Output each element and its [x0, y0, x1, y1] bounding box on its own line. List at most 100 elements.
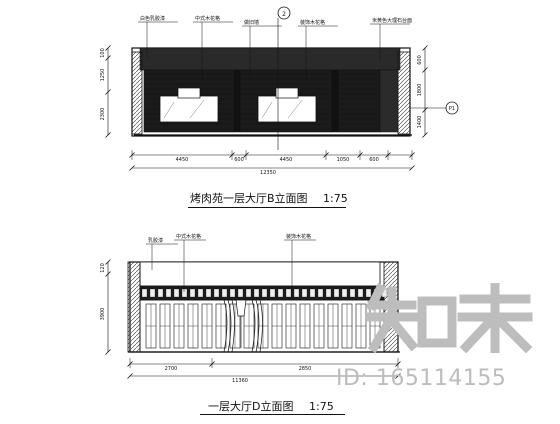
- dim-tick: [395, 373, 401, 379]
- dim-bottom-label: 2850: [299, 366, 312, 372]
- curtain-1: [223, 299, 235, 353]
- lattice-cell: [157, 288, 164, 298]
- dim-right-label: 1400: [417, 116, 423, 129]
- divider-pillar-2: [331, 69, 339, 133]
- top-callout-4: 装饰木花格: [300, 19, 325, 26]
- bottom-title-underline: [200, 414, 345, 415]
- dim-tick: [129, 165, 135, 171]
- top-elevation: 2P1白色乳胶漆中式木花格做旧墙装饰木花格米黄色大理石台面10012502300…: [100, 6, 459, 176]
- top-callout-1: 白色乳胶漆: [140, 15, 165, 22]
- lattice-cell: [213, 288, 220, 298]
- lattice-cell: [301, 288, 308, 298]
- dim-tick: [422, 132, 428, 138]
- lattice-cell: [173, 288, 180, 298]
- side-marker-label: P1: [449, 106, 455, 112]
- lattice-cell: [293, 288, 300, 298]
- bottom-callout-3: 装饰木花格: [286, 233, 311, 240]
- dim-left-label: 100: [100, 48, 106, 58]
- lattice-cell: [221, 288, 228, 298]
- dim-right-label: 1800: [417, 84, 423, 97]
- dim-left-label: 3900: [100, 308, 106, 321]
- top-elevation-scale: 1:75: [323, 192, 348, 205]
- lattice-cell: [317, 288, 324, 298]
- top-elevation-title-text: 烤肉苑一层大厅B立面图: [190, 192, 308, 205]
- top-title-underline: [188, 207, 346, 208]
- section-marker-circle: [277, 6, 291, 20]
- lattice-cell: [261, 288, 268, 298]
- lattice-cell: [237, 288, 244, 298]
- lattice-cell: [325, 288, 332, 298]
- dim-bottom-label: 600: [234, 157, 244, 163]
- dim-left-label: 120: [100, 263, 106, 273]
- watermark-logo: [366, 283, 533, 353]
- lattice-cell: [141, 288, 148, 298]
- dim-tick: [409, 165, 415, 171]
- dim-bottom-label: 4450: [176, 157, 189, 163]
- dim-tick: [105, 55, 111, 61]
- lattice-cell: [349, 288, 356, 298]
- dim-tick: [105, 89, 111, 95]
- dim-tick: [422, 107, 428, 113]
- lattice-cell: [333, 288, 340, 298]
- watermark-id: ID: 165114155: [336, 366, 507, 391]
- dim-tick: [105, 271, 111, 277]
- niche-step-1: [177, 87, 201, 99]
- lattice-cell: [245, 288, 252, 298]
- lattice-cell: [205, 288, 212, 298]
- dim-total-label: 11360: [232, 378, 248, 384]
- curtain-2: [251, 299, 263, 353]
- side-marker-circle: [445, 101, 459, 115]
- niche-opening-2: [257, 95, 317, 123]
- lattice-cell: [309, 288, 316, 298]
- dim-bottom-label: 600: [369, 157, 379, 163]
- dim-bottom-label: 4450: [280, 157, 293, 163]
- stone-pillar-left: [127, 261, 141, 353]
- dim-right-label: 600: [417, 55, 423, 65]
- top-callout-2: 中式木花格: [195, 15, 220, 22]
- dim-total-label: 12350: [260, 170, 276, 176]
- lamp-shade: [235, 299, 247, 317]
- stone-pillar-right: [397, 51, 411, 135]
- lattice-cell: [357, 288, 364, 298]
- lattice-cell: [253, 288, 260, 298]
- glass-reflection: [261, 99, 303, 119]
- niche-step-2: [275, 87, 299, 99]
- dim-tick: [105, 132, 111, 138]
- lattice-cell: [229, 288, 236, 298]
- dim-tick: [105, 259, 111, 265]
- divider-pillar-1: [233, 69, 241, 133]
- bottom-callout-1: 乳胶漆: [148, 237, 163, 244]
- lattice-cell: [165, 288, 172, 298]
- bottom-elevation-scale: 1:75: [308, 400, 334, 413]
- lattice-cell: [149, 288, 156, 298]
- ceiling-band: [139, 261, 381, 287]
- right-side-panel: [379, 69, 399, 133]
- wood-screen-panel-3: [337, 69, 381, 133]
- lattice-cell: [341, 288, 348, 298]
- bottom-elevation-title-text: 一层大厅D立面图: [208, 400, 294, 413]
- lattice-cell: [285, 288, 292, 298]
- lattice-cell: [181, 288, 188, 298]
- section-marker-label: 2: [282, 11, 286, 18]
- top-callout-5: 米黄色大理石台面: [372, 17, 412, 24]
- dim-bottom-label: 1050: [337, 157, 350, 163]
- dim-tick: [127, 373, 133, 379]
- ceiling-band: [139, 47, 401, 71]
- lattice-cell: [197, 288, 204, 298]
- dim-left-label: 1250: [100, 69, 106, 82]
- top-elevation-title: 烤肉苑一层大厅B立面图 1:75: [190, 190, 348, 206]
- dim-left-label: 2300: [100, 108, 106, 121]
- lattice-cell: [365, 288, 372, 298]
- bottom-callout-2: 中式木花格: [176, 233, 201, 240]
- lattice-cell: [277, 288, 284, 298]
- stone-pillar-left: [131, 51, 143, 135]
- dim-tick: [422, 45, 428, 51]
- lattice-cell: [269, 288, 276, 298]
- niche-opening-1: [159, 95, 219, 123]
- dim-tick: [105, 45, 111, 51]
- dim-tick: [422, 67, 428, 73]
- lattice-cell: [189, 288, 196, 298]
